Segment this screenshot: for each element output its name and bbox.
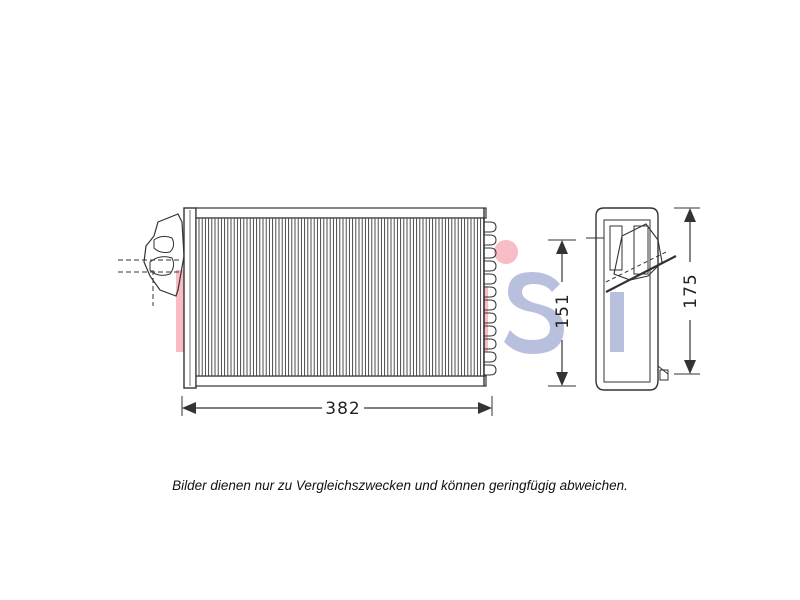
- tube-loop: [484, 364, 497, 376]
- tube-loop: [484, 260, 497, 272]
- height-dimension: 175: [674, 207, 701, 375]
- heater-core-side-view: [586, 207, 677, 391]
- tube-loop: [484, 247, 497, 259]
- depth-dimension: 151: [548, 239, 576, 387]
- width-dimension: 382: [181, 396, 493, 419]
- width-dimension-label: 382: [325, 399, 360, 419]
- tube-loop: [484, 312, 497, 324]
- tube-loop: [484, 234, 497, 246]
- tube-loop: [484, 299, 497, 311]
- tube-loop: [484, 286, 497, 298]
- tube-loop: [484, 338, 497, 350]
- tube-loop: [484, 273, 497, 285]
- tube-loop: [484, 325, 497, 337]
- depth-dimension-label: 151: [553, 293, 573, 328]
- disclaimer-caption: Bilder dienen nur zu Vergleichszwecken u…: [172, 478, 628, 493]
- height-dimension-label: 175: [681, 273, 701, 308]
- heater-core-front-view: [118, 207, 497, 389]
- tube-loop: [484, 351, 497, 363]
- tube-loop: [484, 221, 497, 233]
